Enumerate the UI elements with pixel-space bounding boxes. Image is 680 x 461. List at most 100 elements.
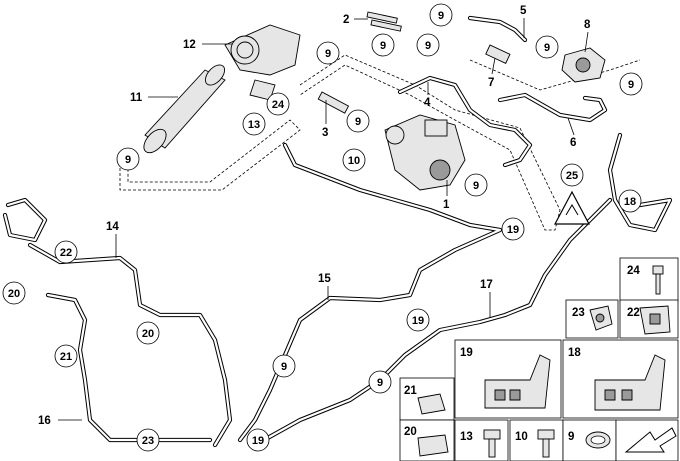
group-outline-left — [119, 119, 301, 191]
callout-9-b: 9 — [371, 33, 395, 57]
svg-text:9: 9 — [377, 377, 383, 389]
label-3: 3 — [322, 100, 328, 139]
callout-9-g: 9 — [116, 147, 140, 171]
svg-text:23: 23 — [572, 307, 585, 319]
svg-text:19: 19 — [507, 224, 519, 236]
hose-line-6 — [497, 92, 608, 123]
svg-text:10: 10 — [348, 155, 360, 167]
svg-text:9: 9 — [473, 180, 479, 192]
callout-21: 21 — [54, 344, 78, 368]
hose-clamp-icon — [585, 431, 611, 449]
label-14: 14 — [106, 221, 119, 258]
callout-20: 20 — [2, 281, 26, 305]
valve-mount — [561, 47, 606, 83]
purge-valve — [384, 114, 466, 191]
callout-9-e: 9 — [619, 72, 643, 96]
svg-text:10: 10 — [515, 431, 528, 443]
label-17: 17 — [480, 279, 493, 318]
svg-text:4: 4 — [424, 97, 431, 109]
filter-canister — [143, 64, 226, 154]
pipe-holder-icon — [484, 354, 551, 409]
label-6: 6 — [567, 117, 576, 149]
svg-text:9: 9 — [628, 79, 634, 91]
svg-text:24: 24 — [627, 265, 640, 277]
svg-text:8: 8 — [584, 19, 591, 31]
svg-text:9: 9 — [544, 42, 550, 54]
short-hose — [467, 15, 528, 43]
svg-text:22: 22 — [60, 247, 72, 259]
callout-9-d: 9 — [535, 35, 559, 59]
svg-text:19: 19 — [460, 347, 473, 359]
svg-text:11: 11 — [130, 92, 143, 104]
line-17 — [252, 197, 613, 448]
callout-10: 10 — [342, 148, 366, 172]
callout-18: 18 — [618, 189, 642, 213]
callout-9-i: 9 — [272, 354, 296, 378]
flange-bolt-icon — [537, 429, 555, 458]
label-11: 11 — [130, 92, 178, 104]
svg-text:13: 13 — [460, 431, 473, 443]
svg-text:9: 9 — [568, 431, 574, 443]
svg-text:14: 14 — [106, 221, 119, 233]
svg-text:9: 9 — [425, 40, 431, 52]
hex-bolt-icon — [483, 429, 501, 458]
label-16: 16 — [38, 415, 82, 427]
connector-clip-icon — [639, 305, 671, 335]
svg-text:13: 13 — [248, 119, 260, 131]
svg-text:17: 17 — [480, 279, 493, 291]
label-12: 12 — [183, 39, 232, 51]
svg-text:20: 20 — [8, 288, 20, 300]
svg-text:3: 3 — [322, 127, 328, 139]
hose-line-4 — [397, 75, 533, 168]
bolt-set — [366, 11, 402, 32]
line-16 — [45, 292, 213, 443]
callout-9-h: 9 — [464, 173, 488, 197]
svg-text:9: 9 — [325, 48, 331, 60]
callout-9-j: 9 — [368, 370, 392, 394]
svg-text:6: 6 — [570, 137, 576, 149]
label-8: 8 — [584, 19, 591, 53]
callout-9-c: 9 — [416, 33, 440, 57]
clip-icon — [589, 305, 613, 331]
svg-text:9: 9 — [281, 361, 287, 373]
svg-text:23: 23 — [142, 435, 154, 447]
svg-text:21: 21 — [404, 385, 417, 397]
callout-25: 25 — [554, 163, 590, 225]
label-7: 7 — [488, 57, 496, 89]
callout-22: 22 — [54, 240, 78, 264]
warning-triangle-icon — [554, 190, 590, 225]
svg-text:18: 18 — [568, 347, 581, 359]
svg-text:15: 15 — [318, 273, 331, 285]
hose-line-18 — [607, 132, 673, 233]
svg-text:9: 9 — [125, 154, 131, 166]
svg-text:9: 9 — [380, 40, 386, 52]
group-outline-right — [469, 59, 641, 91]
callout-20-b: 20 — [136, 321, 160, 345]
label-2: 2 — [343, 14, 368, 26]
callout-9-a: 9 — [316, 41, 340, 65]
callout-9-f: 9 — [346, 109, 370, 133]
callout-19-c: 19 — [246, 428, 270, 452]
hose-connector — [485, 44, 511, 64]
screw-icon — [652, 265, 664, 295]
double-clip-icon — [417, 434, 449, 457]
spacer-tube — [317, 91, 350, 114]
label-15: 15 — [318, 273, 331, 300]
svg-text:24: 24 — [272, 99, 285, 111]
arrow-icon — [624, 427, 677, 453]
svg-text:25: 25 — [566, 170, 578, 182]
svg-text:2: 2 — [343, 14, 349, 26]
svg-text:7: 7 — [488, 77, 494, 89]
svg-text:21: 21 — [60, 351, 72, 363]
pipe-holder-large-icon — [594, 354, 666, 411]
callout-24: 24 — [266, 92, 290, 116]
svg-text:20: 20 — [404, 426, 417, 438]
svg-text:1: 1 — [443, 199, 450, 211]
label-4: 4 — [424, 82, 431, 109]
callout-23: 23 — [136, 428, 160, 452]
svg-text:16: 16 — [38, 415, 51, 427]
callout-13: 13 — [242, 112, 266, 136]
svg-text:20: 20 — [142, 328, 154, 340]
svg-text:22: 22 — [627, 307, 640, 319]
